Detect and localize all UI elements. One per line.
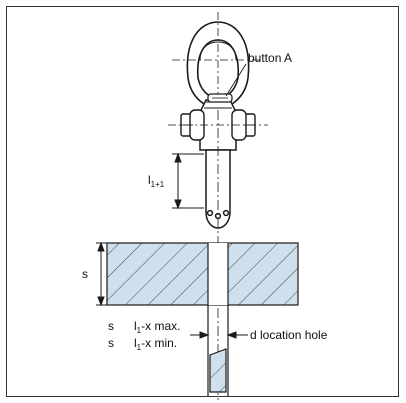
button-a-leader	[225, 63, 247, 97]
location-hole	[207, 305, 229, 396]
drawing-frame	[6, 6, 399, 397]
l1x-min-label: l1-x min.	[134, 336, 177, 352]
s-max-label: s	[108, 319, 114, 333]
button-a-label: button A	[248, 51, 292, 65]
l1x-max-label: l1-x max.	[134, 319, 180, 335]
side-nuts	[180, 109, 256, 141]
l1-label: l1+1	[148, 173, 165, 189]
locking-pin	[205, 149, 231, 229]
dim-s	[96, 241, 107, 307]
dim-d	[190, 331, 248, 339]
pin-section	[209, 348, 227, 393]
s-min-label: s	[108, 336, 114, 350]
dim-l1	[172, 152, 204, 210]
plate	[106, 242, 299, 306]
button-a	[207, 93, 233, 103]
s-label: s	[82, 267, 88, 281]
d-location-label: d location hole	[250, 328, 328, 342]
